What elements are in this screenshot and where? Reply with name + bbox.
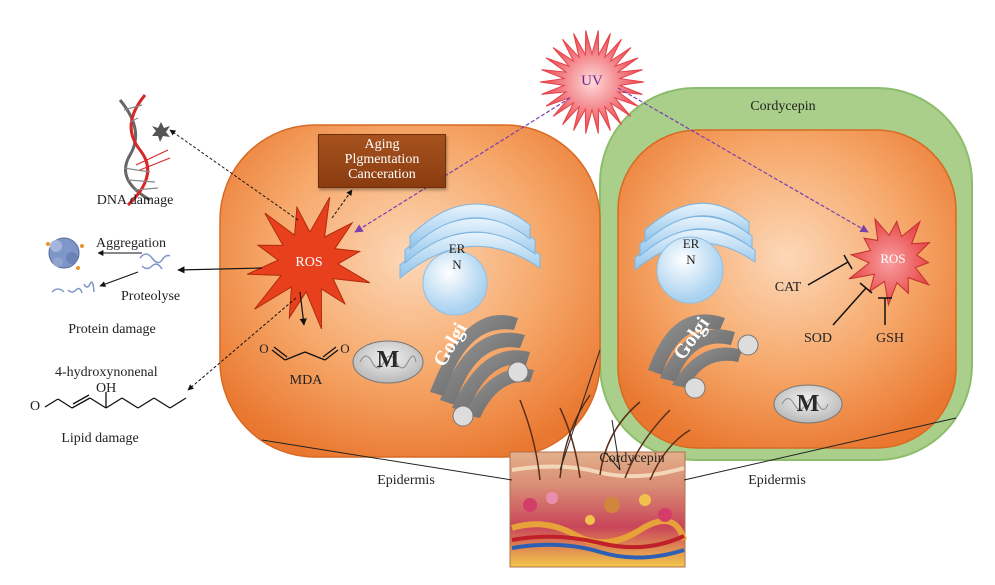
aggregation-label: Aggregation [96,236,166,251]
left-er-label: ER [448,241,466,256]
left-mito-label: M [376,347,400,373]
right-golgi-icon [648,314,759,399]
cat-label: CAT [774,280,802,295]
right-nucleus-label: N [686,252,696,267]
proteolyse-label: Proteolyse [121,289,181,304]
hne-oxygen-label: O [30,399,41,414]
hne-compound-label: 4-hydroxynonenal [55,365,158,380]
protein-aggregation-icon [46,237,84,270]
ros-effects-box: Aging Plgmentation Canceration [318,134,446,188]
protein-damage-label: Protein damage [68,322,156,337]
mda-oxygen-right: O [340,341,350,356]
dna-icon [118,94,171,207]
uv-sun-icon [539,30,645,134]
mda-structure [271,346,339,361]
left-ros-label: ROS [295,255,323,270]
effect-canceration: Canceration [348,167,416,182]
right-ros-label: ROS [880,251,906,266]
mda-label: MDA [289,373,323,388]
hne-structure [44,392,187,409]
effect-aging: Aging [364,137,400,152]
sod-label: SOD [803,331,833,346]
right-epidermis-label: Epidermis [748,473,806,488]
right-mitochondrion-icon [773,384,843,424]
right-ros-burst-icon [848,217,931,307]
left-nucleus-label: N [452,257,462,272]
effect-pigmentation: Plgmentation [344,152,420,167]
right-er-nucleus-icon [634,202,756,304]
left-ros-burst-icon [246,197,370,329]
left-golgi-icon [430,315,534,427]
mda-oxygen-left: O [259,341,269,356]
hne-oh-label: OH [96,381,117,396]
right-mito-label: M [796,391,820,417]
lipid-damage-label: Lipid damage [61,431,139,446]
uv-to-right-ros-arrow [617,87,869,233]
left-er-nucleus-icon [399,203,541,316]
skin-cordycepin-label: Cordycepin [599,451,665,466]
cordycepin-coat-label: Cordycepin [750,99,816,114]
dna-damage-label: DNA damage [96,193,174,208]
left-epidermis-label: Epidermis [377,473,435,488]
uv-label: UV [581,73,603,89]
skin-cross-section [509,394,691,568]
gsh-label: GSH [875,331,905,346]
proteolyse-arrow [99,271,139,287]
right-er-label: ER [682,236,700,251]
protein-fragment-icon [51,253,171,294]
ros-damage-arrows [169,129,353,391]
left-mitochondrion-icon [352,340,424,384]
uv-to-left-ros-arrow [354,97,571,233]
antioxidant-inhibition-lines [807,254,892,326]
epidermis-lines [261,349,957,481]
